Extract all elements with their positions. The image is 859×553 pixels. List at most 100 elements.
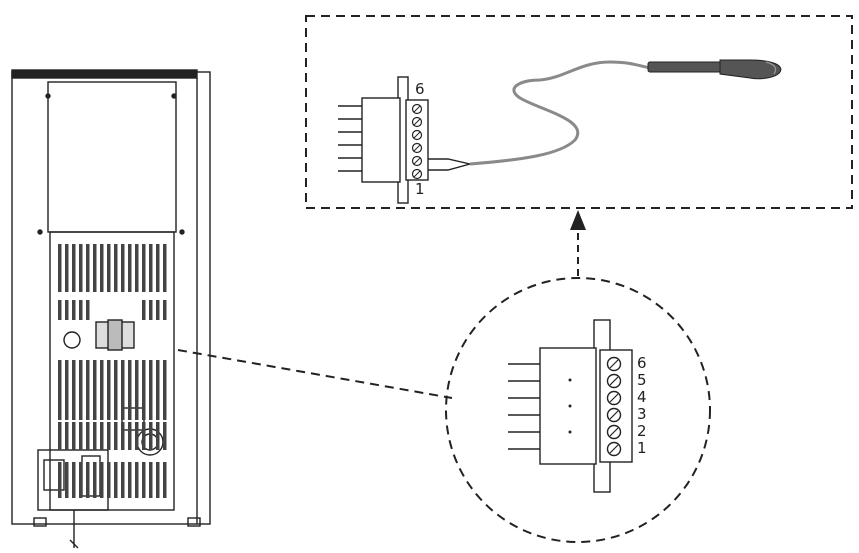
- vent-slot: [72, 244, 76, 292]
- vent-slot: [72, 360, 76, 420]
- probe-wire-ends: [428, 158, 471, 171]
- vent-slot: [135, 462, 139, 498]
- zoom-pins: [508, 363, 540, 450]
- stove-rear-panel: [49, 231, 175, 511]
- vent-slot: [100, 422, 104, 450]
- vent-slot: [128, 462, 132, 498]
- zoom-screw-slot: [609, 376, 619, 386]
- zoom-terminal-label-3: 3: [637, 405, 647, 423]
- detail-box: [305, 15, 853, 209]
- vent-slot: [107, 462, 111, 498]
- stove-motor: [121, 407, 145, 431]
- vent-slot: [149, 462, 153, 498]
- vent-slot: [79, 244, 83, 292]
- vent-slot: [163, 422, 167, 450]
- vent-slot: [149, 300, 153, 320]
- vent-slot: [79, 300, 83, 320]
- vent-slot: [72, 462, 76, 498]
- vent-slot: [121, 462, 125, 498]
- zoom-screw-slot: [609, 393, 619, 403]
- vent-slot: [149, 244, 153, 292]
- zoom-screw-slot: [609, 410, 619, 420]
- vent-slot: [156, 422, 160, 450]
- vent-slot: [121, 244, 125, 292]
- vent-slot: [93, 422, 97, 450]
- vent-slot: [58, 244, 62, 292]
- vent-slot: [142, 422, 146, 450]
- vent-slot: [58, 300, 62, 320]
- vent-slot: [100, 244, 104, 292]
- vent-slot: [142, 300, 146, 320]
- vent-slot: [107, 422, 111, 450]
- vent-slot: [79, 462, 83, 498]
- detail-screw-slot: [413, 131, 421, 139]
- detail-screws: [411, 103, 423, 180]
- vent-slot: [142, 244, 146, 292]
- zoom-terminal-block: [539, 319, 633, 493]
- vent-slot: [93, 244, 97, 292]
- vent-slot: [93, 360, 97, 420]
- vent-slot: [149, 422, 153, 450]
- vent-slot: [86, 360, 90, 420]
- vent-slot: [93, 462, 97, 498]
- detail-screw-slot: [413, 157, 421, 165]
- vent-slot: [163, 300, 167, 320]
- vent-slot: [114, 244, 118, 292]
- vent-slot: [128, 244, 132, 292]
- leader-line: [177, 349, 453, 399]
- vent-slot: [58, 462, 62, 498]
- vent-slot: [107, 360, 111, 420]
- vent-slot: [156, 462, 160, 498]
- vent-slot: [149, 360, 153, 420]
- zoom-circle: [445, 277, 711, 543]
- stove-inner-panel: [47, 81, 177, 233]
- vent-slot: [121, 422, 125, 450]
- stove-vent-slots: [58, 244, 167, 498]
- vent-slot: [86, 244, 90, 292]
- stove-top: [11, 69, 198, 79]
- vent-slot: [114, 422, 118, 450]
- vent-slot: [128, 422, 132, 450]
- vent-slot: [135, 244, 139, 292]
- zoom-terminal-label-4: 4: [637, 388, 647, 406]
- zoom-screws: [606, 356, 622, 457]
- probe-cable: [469, 60, 651, 166]
- detail-screw-slot: [413, 118, 421, 126]
- vent-slot: [114, 462, 118, 498]
- vent-slot: [86, 300, 90, 320]
- temperature-probe-icon: [647, 59, 782, 80]
- vent-slot: [86, 422, 90, 450]
- zoom-terminal-label-6: 6: [637, 354, 647, 372]
- vent-slot: [163, 462, 167, 498]
- vent-slot: [72, 422, 76, 450]
- stove-fan: [63, 331, 81, 349]
- vent-slot: [72, 300, 76, 320]
- vent-slot: [142, 360, 146, 420]
- stove-foot-right: [187, 517, 201, 527]
- vent-slot: [135, 422, 139, 450]
- vent-slot: [86, 462, 90, 498]
- detail-screw-slot: [413, 170, 421, 178]
- vent-slot: [65, 462, 69, 498]
- stove-foot-left: [33, 517, 47, 527]
- zoom-screw-slot: [609, 444, 619, 454]
- vent-slot: [58, 422, 62, 450]
- zoom-screw-slot: [609, 427, 619, 437]
- vent-slot: [135, 360, 139, 420]
- detail-screw-slot: [413, 105, 421, 113]
- vent-slot: [79, 360, 83, 420]
- stove-body: [11, 71, 211, 525]
- detail-pins: [338, 105, 362, 172]
- vent-slot: [79, 422, 83, 450]
- stove-power-cable: [69, 510, 79, 549]
- detail-terminal-block: [361, 76, 429, 204]
- zoom-terminal-labels: 6 5 4 3 2 1: [637, 354, 647, 457]
- stove-rear-view: [11, 69, 211, 549]
- vent-slot: [142, 462, 146, 498]
- vent-slot: [163, 244, 167, 292]
- vent-slot: [156, 244, 160, 292]
- vent-slot: [100, 462, 104, 498]
- vent-slot: [121, 360, 125, 420]
- vent-slot: [65, 244, 69, 292]
